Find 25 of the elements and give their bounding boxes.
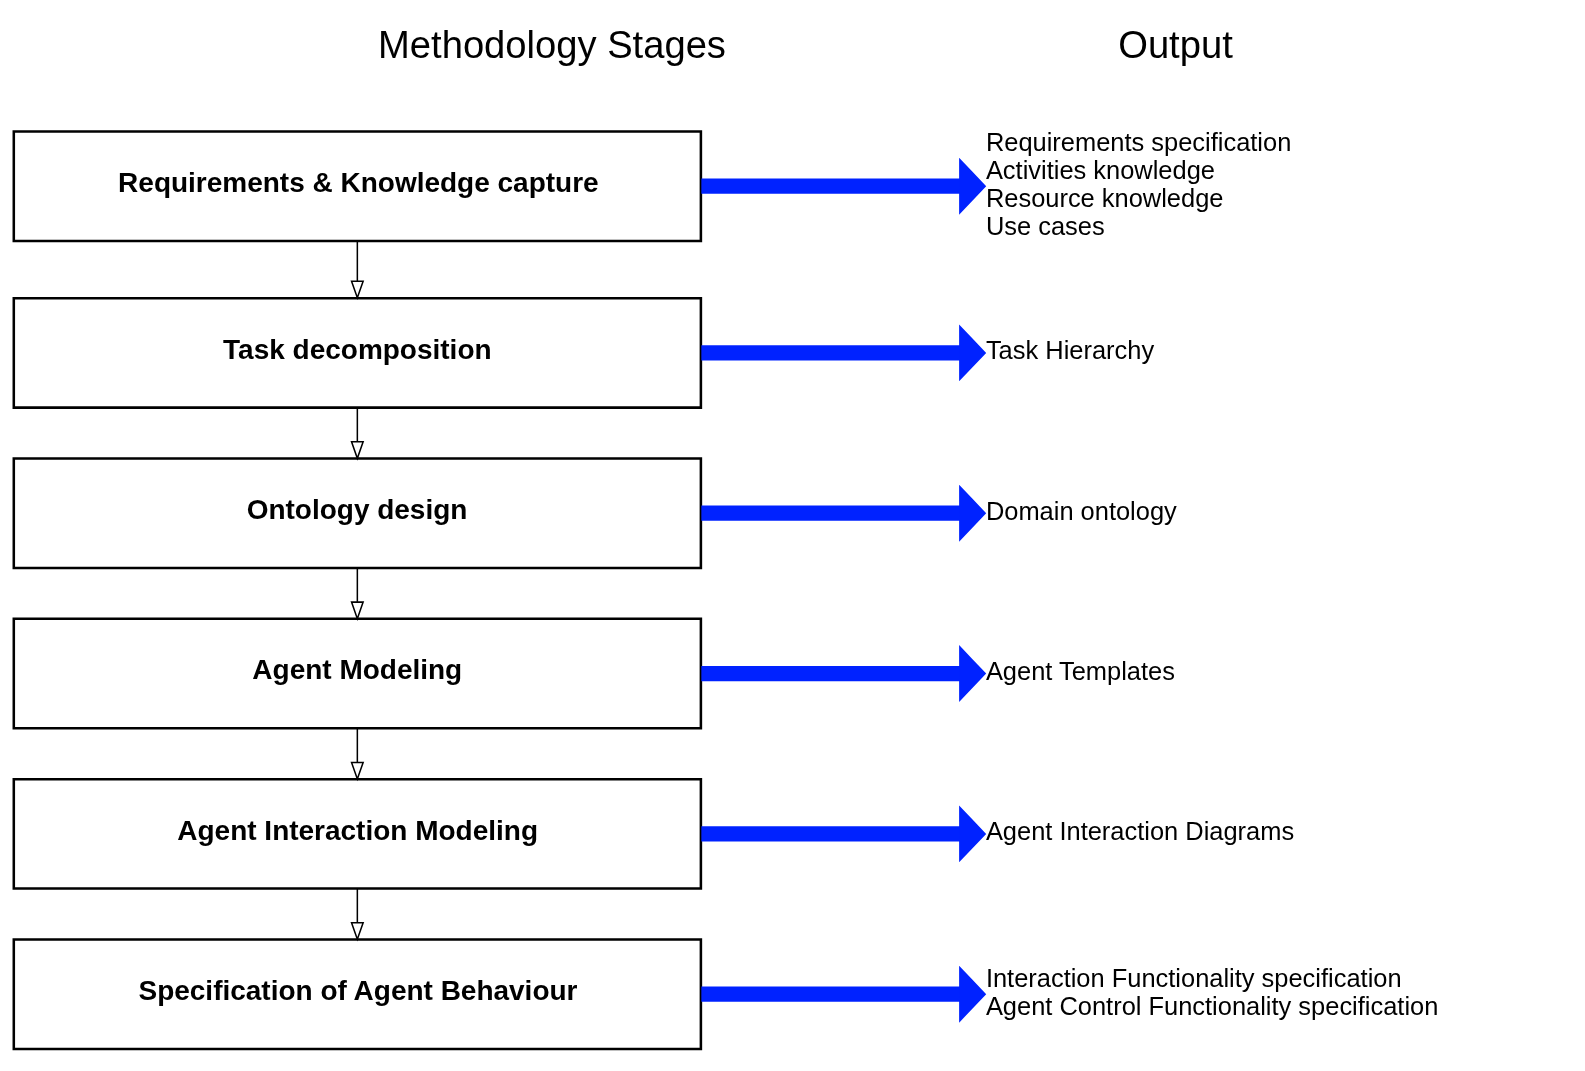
arrow [350,888,365,942]
node-text: Agent Templates [985,656,1175,685]
node-text: Task Hierarchy [985,336,1155,365]
node-box: Agent Interaction Modeling [12,777,703,890]
node-text: Interaction Functionality specification Agent Control Functionality specification [985,963,1439,1020]
arrow [701,805,987,863]
label: Methodology Stages [378,22,726,66]
arrow [701,324,987,382]
node-text: Agent Interaction Diagrams [985,817,1295,846]
arrow [350,407,365,461]
arrow [701,157,987,215]
arrow [701,484,987,542]
node-text: Requirements specification Activities knowledge Resource knowledge Use cases [985,127,1292,240]
node-box: Requirements & Knowledge capture [12,130,703,243]
arrow [350,240,365,301]
arrow [701,645,987,702]
node-box: Specification of Agent Behaviour [12,938,703,1051]
label: Output [1118,22,1233,66]
node-box: Agent Modeling [12,617,703,730]
node-box: Ontology design [12,457,703,570]
node-text: Domain ontology [985,496,1177,525]
arrow [701,965,987,1023]
arrow [350,567,365,621]
arrow [350,727,365,782]
node-box: Task decomposition [12,296,703,409]
